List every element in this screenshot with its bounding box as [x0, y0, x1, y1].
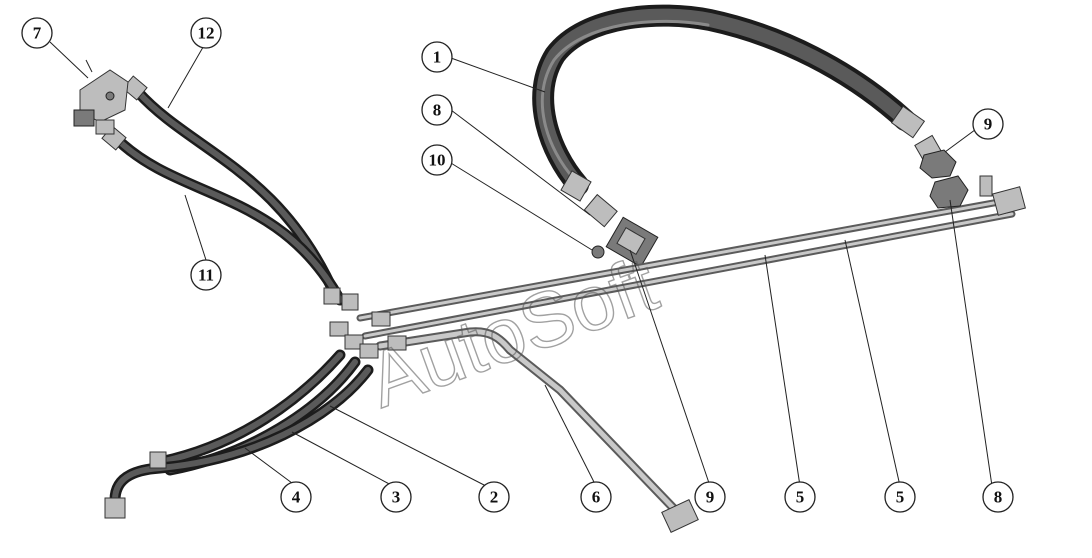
callout-9a: 9	[972, 108, 1004, 140]
callout-8a: 8	[421, 94, 453, 126]
valve-part-7	[73, 59, 129, 135]
callout-9b: 9	[694, 481, 726, 513]
pipe-part-6	[375, 327, 699, 533]
watermark: AutoSoft	[357, 239, 669, 424]
callout-1: 1	[421, 41, 453, 73]
hoses-parts-11-12	[101, 75, 359, 311]
callout-8a-label: 8	[433, 101, 442, 120]
callout-12-label: 12	[198, 24, 215, 43]
callout-6-label: 6	[592, 488, 601, 507]
callout-8b: 8	[982, 481, 1014, 513]
callout-10: 10	[421, 144, 453, 176]
leader-lines	[49, 41, 993, 487]
callout-3: 3	[380, 481, 412, 513]
callout-8b-label: 8	[994, 488, 1003, 507]
callout-1-label: 1	[433, 48, 442, 67]
callout-7: 7	[21, 17, 53, 49]
callout-11-label: 11	[198, 266, 214, 285]
hose-part-1	[532, 4, 957, 228]
hoses-parts-2-3-4	[104, 311, 407, 519]
callout-12: 12	[190, 17, 222, 49]
callout-9b-label: 9	[706, 488, 715, 507]
callout-2-label: 2	[490, 488, 499, 507]
callout-5b: 5	[884, 481, 916, 513]
callout-2: 2	[478, 481, 510, 513]
callout-11: 11	[190, 259, 222, 291]
callout-5a-label: 5	[796, 488, 805, 507]
callout-3-label: 3	[392, 488, 401, 507]
callout-7-label: 7	[33, 24, 42, 43]
callout-4-label: 4	[292, 488, 301, 507]
callout-5a: 5	[784, 481, 816, 513]
callout-5b-label: 5	[896, 488, 905, 507]
callout-6: 6	[580, 481, 612, 513]
callout-9a-label: 9	[984, 115, 993, 134]
callout-10-label: 10	[429, 151, 446, 170]
callout-4: 4	[280, 481, 312, 513]
valve-block-part-9	[591, 216, 659, 268]
pipes-part-5	[356, 175, 1026, 340]
